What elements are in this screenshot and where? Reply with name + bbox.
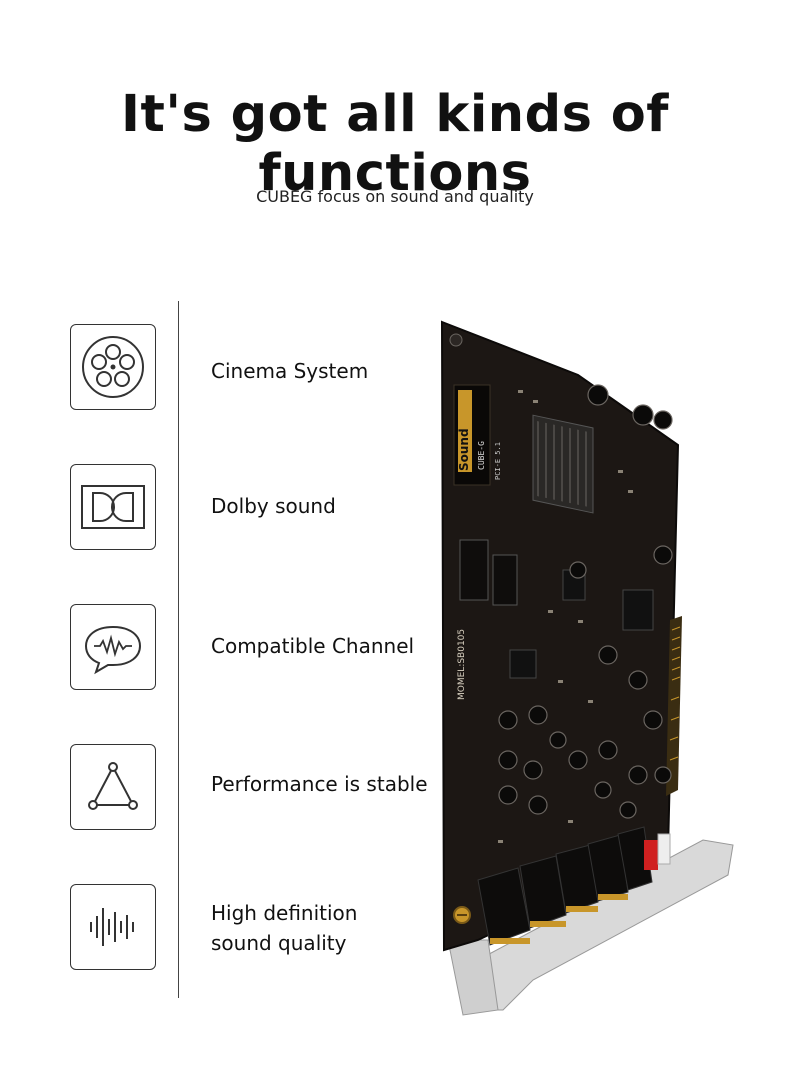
model-text-2: PCI-E 5.1 [494,442,502,480]
triangle-nodes-icon [88,762,138,810]
speech-waveform-icon [84,625,142,675]
feature-label-hd-sound: High definition sound quality [211,898,357,958]
feature-label-cinema: Cinema System [211,359,369,383]
sound-card-image: Sound CUBE-G PCI-E 5.1 MOMEL:SB0105 [438,320,738,1020]
feature-label-channel: Compatible Channel [211,634,415,658]
model-code-text: MOMEL:SB0105 [457,629,467,700]
divider-line [178,301,179,998]
page-title: It's got all kinds of functions [121,85,669,203]
sound-card-illustration: Sound CUBE-G PCI-E 5.1 MOMEL:SB0105 [440,320,734,1016]
dolby-icon [81,485,145,529]
brand-label: Sound CUBE-G [453,384,491,486]
heatsink [532,414,594,514]
feature-icon-box-dolby [70,464,156,550]
feature-icon-box-cinema [70,324,156,410]
film-reel-icon [82,336,144,398]
model-text-1: CUBE-G [477,441,486,470]
audio-jacks [477,826,671,946]
feature-label-hd-line2: sound quality [211,931,347,955]
feature-icon-box-performance [70,744,156,830]
feature-label-performance: Performance is stable [211,772,428,796]
audio-bars-icon [90,908,134,946]
feature-label-hd-line1: High definition [211,901,358,925]
brand-text: Sound [457,428,471,471]
feature-icon-box-channel [70,604,156,690]
feature-label-dolby: Dolby sound [211,494,336,518]
page-subtitle: CUBEG focus on sound and quality [256,187,534,206]
feature-icon-box-hd-sound [70,884,156,970]
